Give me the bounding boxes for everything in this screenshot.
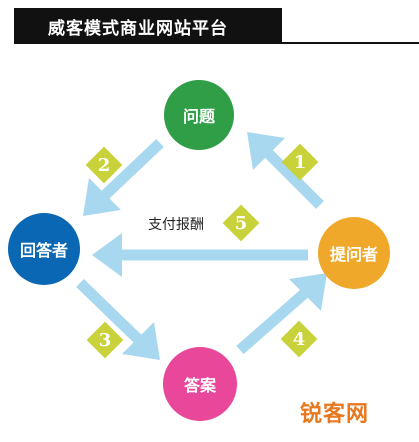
step-badge-4: 4: [280, 320, 318, 358]
step-badge-4-number: 4: [292, 328, 306, 350]
node-answerer-label: 回答者: [19, 241, 68, 260]
step-badge-1-number: 1: [293, 151, 307, 173]
node-question-label: 问题: [182, 107, 215, 126]
arrowhead-4: [289, 273, 327, 311]
watermark-logo: 锐客网: [300, 402, 370, 427]
arrowhead-3: [122, 322, 160, 360]
arrowhead-5: [92, 233, 122, 277]
arrow-question-to-answerer: [98, 139, 164, 202]
header-bar: 威客模式商业网站平台: [14, 8, 282, 42]
arrowhead-1: [247, 132, 285, 170]
node-asker: 提问者: [318, 217, 390, 289]
node-question: 问题: [164, 80, 234, 150]
arrowhead-2: [83, 178, 121, 216]
node-answer: 答案: [163, 347, 237, 421]
page-title: 威客模式商业网站平台: [48, 19, 228, 39]
step-badge-2-number: 2: [97, 154, 111, 176]
step-badge-5: 5: [222, 204, 260, 242]
node-answer-label: 答案: [183, 376, 216, 395]
step-badge-1: 1: [281, 143, 319, 181]
step-badge-3-number: 3: [98, 329, 112, 351]
arrow-answer-to-asker: [236, 287, 310, 355]
arrow-asker-to-question: [262, 147, 324, 209]
node-answerer: 回答者: [8, 213, 80, 285]
step-badge-3: 3: [86, 321, 124, 359]
step-badge-5-number: 5: [234, 212, 248, 234]
node-asker-label: 提问者: [329, 245, 378, 264]
step-badge-2: 2: [85, 146, 123, 184]
pay-label: 支付报酬: [148, 217, 204, 233]
arrow-answerer-to-answer: [76, 279, 145, 346]
header-rule: [14, 42, 419, 44]
